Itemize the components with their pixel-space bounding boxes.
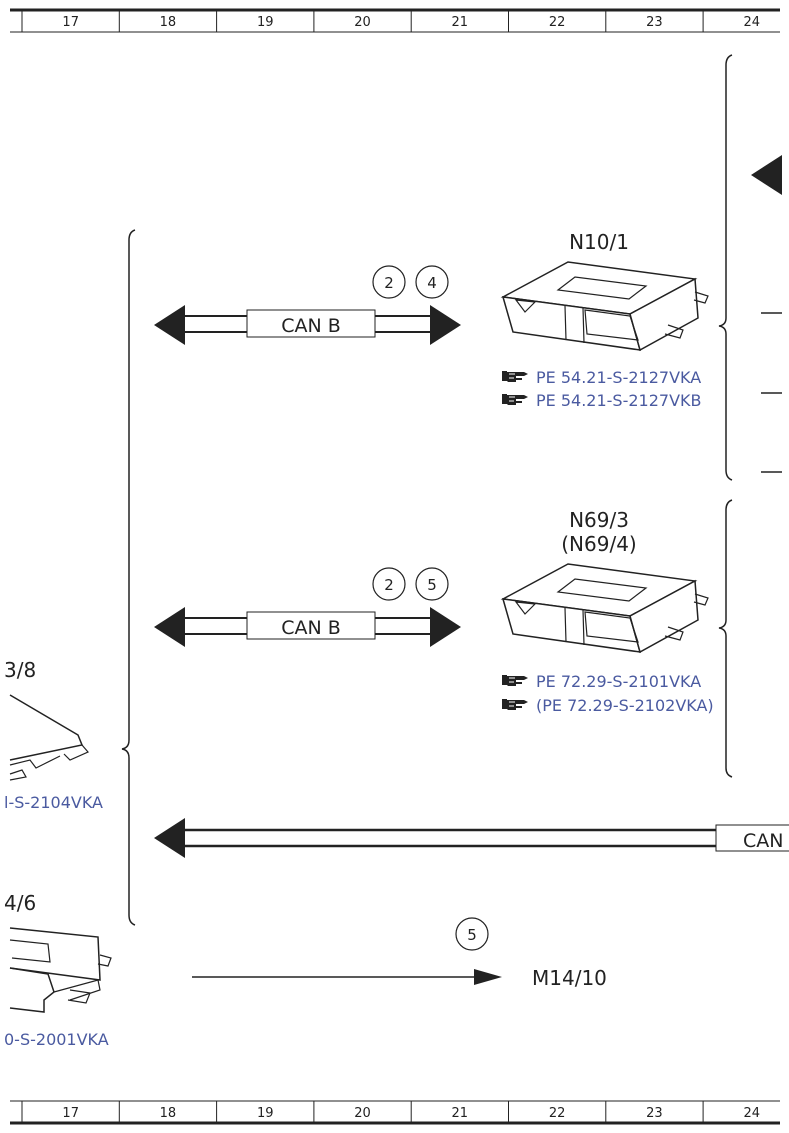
left-lower-component-name: 4/6 [4, 891, 36, 915]
grid-column-number: 24 [744, 15, 761, 30]
bottom-grid-bar: 17 18 19 20 21 22 23 24 [10, 1100, 780, 1125]
reference-text: (PE 72.29-S-2102VKA) [536, 696, 714, 715]
circle-number: 4 [427, 274, 437, 292]
grid-column-number: 19 [257, 15, 274, 30]
top-grid-bar: 17 18 19 20 21 22 23 24 [10, 8, 780, 33]
reference-text: PE 54.21-S-2127VKB [536, 391, 701, 410]
grid-column-number: 19 [257, 1106, 274, 1121]
long-can-bus: CAN [154, 818, 789, 858]
left-lower-unit-icon [9, 927, 112, 1013]
circle-markers-n10-1: 2 4 [372, 265, 449, 299]
grid-column-number: 21 [452, 15, 469, 30]
can-b-bus-n69-3: CAN B [154, 607, 461, 647]
grid-column-number: 18 [160, 15, 177, 30]
circle-number: 5 [467, 926, 477, 944]
circle-number: 2 [384, 576, 394, 594]
control-unit-icon [500, 563, 709, 654]
m14-10-signal: 5 [192, 917, 502, 985]
m14-10-label: M14/10 [532, 966, 607, 990]
reference-text: PE 72.29-S-2101VKA [536, 672, 701, 691]
reference-line-4: (PE 72.29-S-2102VKA) [501, 696, 714, 715]
component-alt-name-n69-4: (N69/4) [561, 532, 636, 556]
left-upper-component-name: 3/8 [4, 658, 36, 682]
pointing-hand-icon [501, 674, 529, 687]
reference-text: PE 54.21-S-2127VKA [536, 368, 701, 387]
reference-line-1: PE 54.21-S-2127VKA [501, 368, 701, 387]
pointing-hand-icon [501, 370, 529, 383]
component-name-n69-3: N69/3 [569, 508, 629, 532]
grid-column-number: 22 [549, 1106, 566, 1121]
right-brace-lower [718, 499, 733, 778]
grid-column-number: 20 [354, 15, 371, 30]
circle-number: 2 [384, 274, 394, 292]
reference-line-2: PE 54.21-S-2127VKB [501, 391, 701, 410]
grid-column-number: 18 [160, 1106, 177, 1121]
grid-column-number: 17 [62, 15, 79, 30]
grid-column-number: 17 [62, 1106, 79, 1121]
circle-number: 5 [427, 576, 437, 594]
right-brace-upper [718, 54, 733, 481]
right-edge-arrowhead [751, 155, 782, 195]
left-upper-reference: l-S-2104VKA [4, 793, 103, 812]
grid-column-number: 20 [354, 1106, 371, 1121]
grid-column-number: 22 [549, 15, 566, 30]
grid-column-number: 24 [744, 1106, 761, 1121]
can-b-label: CAN B [281, 315, 341, 337]
can-b-label: CAN B [281, 617, 341, 639]
reference-line-3: PE 72.29-S-2101VKA [501, 672, 701, 691]
can-b-bus-n10-1: CAN B [154, 305, 461, 345]
pointing-hand-icon [501, 393, 529, 406]
grid-column-number: 23 [646, 15, 663, 30]
component-name-n10-1: N10/1 [569, 230, 629, 254]
control-unit-icon [500, 261, 709, 352]
grid-column-number: 21 [452, 1106, 469, 1121]
left-lower-reference: 0-S-2001VKA [4, 1030, 109, 1049]
left-upper-unit-icon [9, 694, 89, 781]
circle-markers-n69-3: 2 5 [372, 567, 449, 601]
pointing-hand-icon [501, 698, 529, 711]
long-bus-label: CAN [743, 830, 783, 852]
grid-column-number: 23 [646, 1106, 663, 1121]
left-brace [121, 229, 136, 926]
